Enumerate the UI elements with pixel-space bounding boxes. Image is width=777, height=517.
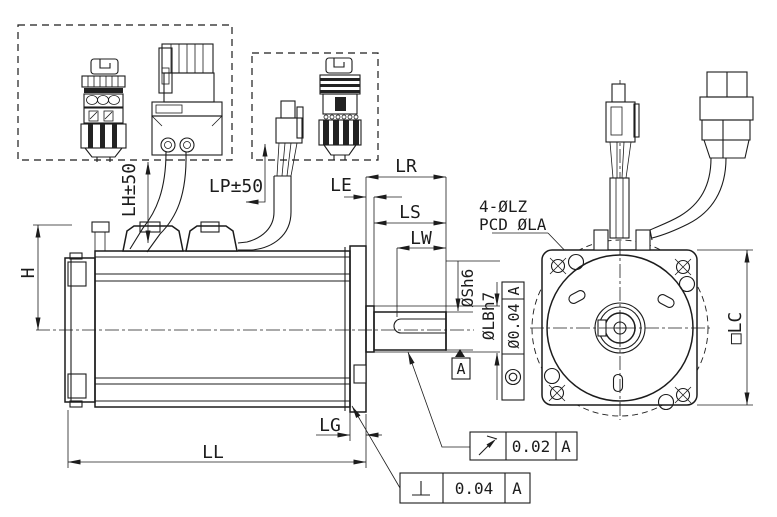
- concentricity-tolerance-frame: A Ø0.04: [501, 281, 525, 401]
- mounting-holes-line2: PCD ØLA: [479, 215, 547, 234]
- power-connector-icon: [80, 58, 127, 162]
- shaft-diameter-label: ØSh6: [458, 269, 477, 308]
- connector-detail-box-1: [17, 24, 233, 161]
- motor-shaft: [373, 311, 447, 351]
- dim-label-lr: LR: [395, 156, 417, 177]
- flange-front-view: [530, 80, 710, 420]
- pilot-diameter-label: ØLBh7: [479, 292, 498, 340]
- perpendicularity-datum-label: A: [512, 479, 522, 498]
- corner-mounting-holes: [548, 257, 692, 404]
- small-signal-connector-icon: [275, 100, 304, 177]
- cable-gland: [609, 177, 630, 239]
- circular-runout-icon: [478, 435, 498, 456]
- flange-square: [541, 249, 698, 406]
- dim-label-lw: LW: [410, 228, 432, 249]
- dim-label-ll: LL: [202, 442, 224, 463]
- pilot-boss: [365, 305, 375, 353]
- datum-a-flag: A: [451, 349, 471, 380]
- terminal-block-2: [185, 225, 238, 252]
- shaft-keyway: [393, 318, 446, 334]
- pcd-through-holes: [543, 253, 696, 411]
- dim-label-ls: LS: [399, 202, 421, 223]
- dimension-lh: LH±50: [119, 161, 151, 244]
- dim-label-lc: □LC: [725, 312, 746, 345]
- perpendicularity-value-label: 0.04: [455, 479, 494, 498]
- dim-label-h: H: [18, 268, 39, 279]
- mounting-holes-note: 4-ØLZ PCD ØLA: [479, 197, 573, 259]
- encoder-connector-icon: [151, 43, 223, 156]
- dimension-lc: □LC: [697, 249, 753, 406]
- dimension-lr: LR: [365, 156, 447, 312]
- dim-label-le: LE: [330, 175, 352, 196]
- power-plug-front-icon: [649, 71, 754, 241]
- terminal-block-1: [122, 225, 184, 252]
- dimension-le: LE: [330, 175, 402, 306]
- dimension-ls: LS: [373, 202, 447, 226]
- motor-cables: [129, 151, 292, 253]
- concentricity-datum-label: A: [505, 286, 523, 295]
- motor-body-side-view: [36, 221, 474, 413]
- dim-label-lg: LG: [319, 415, 341, 436]
- datum-a-label: A: [456, 360, 465, 378]
- dimension-lw: LW: [396, 228, 447, 317]
- encoder-plug-front-icon: [605, 83, 640, 239]
- dimension-h: H: [18, 224, 72, 331]
- perpendicularity-icon: [412, 481, 430, 496]
- pilot-diameter-callout: ØLBh7: [374, 282, 500, 400]
- round-connector-icon: [318, 57, 362, 160]
- dimension-ll: LL: [67, 410, 367, 468]
- connector-detail-box-2: [251, 52, 379, 161]
- runout-tolerance-frame: 0.02 A: [407, 351, 578, 461]
- perpendicularity-tolerance-frame: 0.04 A: [351, 405, 531, 504]
- concentricity-value-label: Ø0.04: [505, 303, 523, 348]
- dimension-lp: LP±50: [209, 143, 268, 205]
- dimension-lg: LG: [316, 412, 382, 441]
- runout-value-label: 0.02: [512, 437, 551, 456]
- shaft-diameter-callout: ØSh6: [446, 260, 500, 351]
- concentricity-icon: [504, 368, 522, 386]
- runout-datum-label: A: [561, 437, 571, 456]
- cover-slots: [568, 290, 675, 393]
- dim-label-lp: LP±50: [209, 176, 263, 197]
- mounting-holes-line1: 4-ØLZ: [479, 197, 528, 216]
- dim-label-lh: LH±50: [119, 163, 140, 217]
